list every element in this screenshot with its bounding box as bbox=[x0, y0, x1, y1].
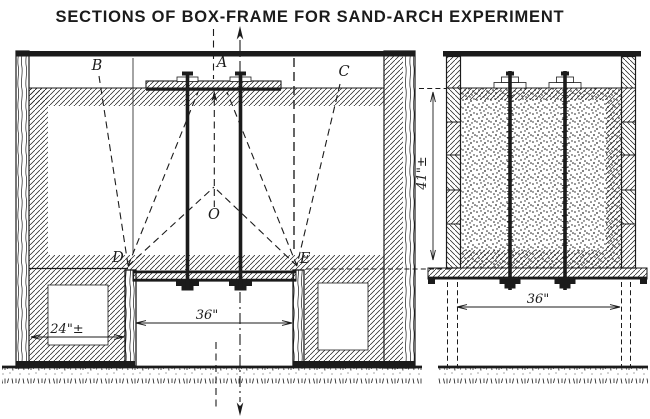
dimension-24-label: 24"± bbox=[49, 322, 83, 337]
side-rod-pads bbox=[493, 76, 582, 89]
dimension-36-side-label: 36" bbox=[527, 292, 550, 307]
load-arrow-up bbox=[236, 26, 244, 40]
front-top-beam bbox=[16, 51, 415, 57]
anchor-rods-front bbox=[182, 71, 246, 290]
front-top-band bbox=[29, 88, 384, 106]
front-right-wall-hatch bbox=[384, 51, 403, 368]
dimension-41-label: 41"± bbox=[415, 156, 430, 190]
side-left-wall bbox=[445, 55, 462, 269]
diagram-title: SECTIONS OF BOX-FRAME FOR SAND-ARCH EXPE… bbox=[56, 8, 565, 26]
support-projection-lines bbox=[447, 282, 631, 366]
construction-lines bbox=[98, 29, 341, 410]
ground-texture-side bbox=[438, 368, 648, 384]
ground-texture-front bbox=[2, 368, 422, 384]
front-left-post bbox=[15, 50, 30, 369]
side-bottom-plate bbox=[427, 267, 648, 289]
apex-arrowhead bbox=[211, 90, 218, 102]
load-centerline bbox=[236, 26, 244, 416]
side-top-beam bbox=[443, 51, 641, 57]
pedestal-right-opening bbox=[317, 282, 369, 351]
label-point-d: D bbox=[111, 250, 124, 266]
side-section: 41"± 36" bbox=[306, 51, 648, 384]
label-point-o: O bbox=[208, 207, 220, 223]
front-left-lining bbox=[29, 88, 48, 255]
dimension-36-front: 36" bbox=[135, 308, 293, 326]
inner-post-right bbox=[292, 269, 305, 367]
sill-left bbox=[16, 361, 135, 368]
label-point-e: E bbox=[299, 251, 311, 267]
pedestal-left-opening bbox=[47, 284, 109, 346]
label-point-a: A bbox=[215, 55, 227, 71]
sand-fill bbox=[461, 87, 621, 268]
dimension-41: 41"± bbox=[306, 88, 452, 270]
front-mid-shelf bbox=[29, 255, 384, 270]
front-bottom-plate bbox=[132, 270, 297, 291]
load-arrow-down bbox=[236, 402, 244, 416]
front-right-wall-grain bbox=[403, 51, 415, 368]
label-point-b: B bbox=[91, 58, 103, 74]
inner-post-left bbox=[124, 269, 137, 367]
dimension-36-side: 36" bbox=[456, 292, 621, 310]
label-point-c: C bbox=[338, 64, 349, 80]
anchor-rods-side bbox=[506, 71, 569, 290]
side-right-wall bbox=[620, 55, 637, 269]
dimension-36-front-label: 36" bbox=[196, 308, 219, 323]
sill-right bbox=[293, 361, 415, 368]
front-section: 24"± 36" B A C D E O bbox=[2, 26, 422, 416]
dimension-24: 24"± bbox=[30, 322, 125, 340]
